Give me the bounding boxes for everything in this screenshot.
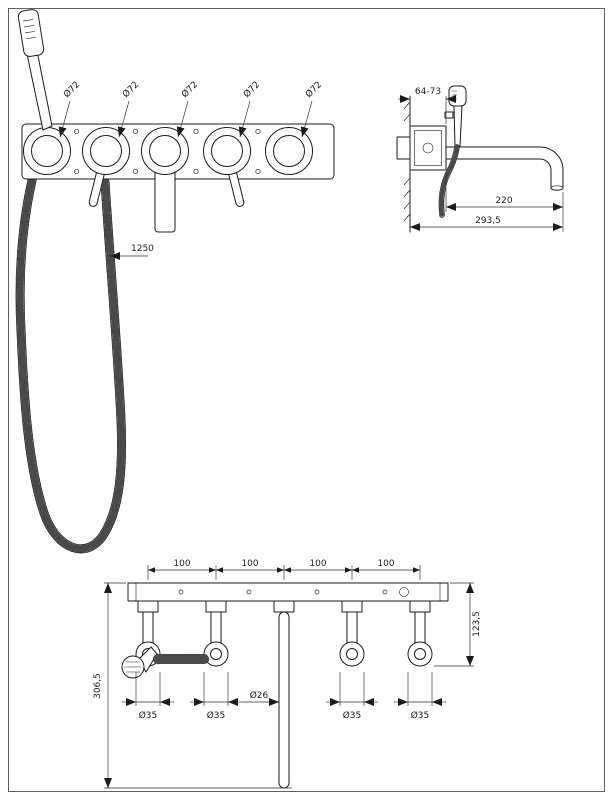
spout-side <box>445 146 564 191</box>
mount-depth-dimension: 123,5 <box>434 582 482 667</box>
base-diameter-label: Ø35 <box>207 710 226 721</box>
total-depth-dimension: 306,5 <box>93 582 292 789</box>
hand-shower-side <box>438 85 467 218</box>
spacing-label: 100 <box>173 559 190 569</box>
bar-end-lines <box>135 583 441 601</box>
total-reach-label: 293,5 <box>475 216 501 226</box>
base-diameter-label: Ø35 <box>411 710 430 721</box>
mount-depth-label: 123,5 <box>472 611 482 637</box>
wall-hatching <box>403 101 411 222</box>
spacing-dimensions: 100 100 100 100 <box>147 559 421 580</box>
knob-5 <box>265 127 313 175</box>
knob-3 <box>141 127 189 175</box>
hand-shower-front <box>17 9 53 131</box>
escutcheon <box>409 125 447 171</box>
plan-view: 100 100 100 100 123,5 306,5 Ø35 Ø35 <box>93 559 482 789</box>
base-diameter-label: Ø35 <box>139 710 158 721</box>
spout-tube <box>278 611 290 789</box>
hose-length-label: 1250 <box>131 244 154 254</box>
side-dimensions: 64-73 220 293,5 <box>398 87 564 232</box>
valve-post-5 <box>407 600 433 667</box>
spout-diameter-label: Ø26 <box>250 690 269 701</box>
wall-bar <box>127 582 449 602</box>
dimension-arrows <box>148 567 420 573</box>
valve-body <box>396 136 411 160</box>
side-view: 64-73 220 293,5 <box>396 85 564 233</box>
knob-diameter-label: Ø72 <box>179 79 200 100</box>
spout-diameter-dimension: Ø26 <box>242 690 279 706</box>
shower-holder <box>444 111 454 119</box>
base-diameter-dimensions: Ø35 Ø35 Ø35 Ø35 <box>122 672 446 721</box>
front-view: Ø72 Ø72 Ø72 Ø72 Ø72 1250 <box>15 9 335 554</box>
knob-diameter-label: Ø72 <box>120 79 141 100</box>
knob-diameter-label: Ø72 <box>241 79 262 100</box>
hose-side <box>438 144 460 218</box>
knob-2 <box>82 127 130 175</box>
spout-post <box>273 600 295 789</box>
depth-range-label: 64-73 <box>415 87 441 97</box>
total-depth-label: 306,5 <box>93 673 103 699</box>
spout-opening <box>550 185 564 191</box>
hand-shower-plan <box>121 646 158 679</box>
knob-diameter-label: Ø72 <box>61 79 82 100</box>
valve-post-4 <box>339 600 365 667</box>
knob-diameter-dimensions: Ø72 Ø72 Ø72 Ø72 Ø72 <box>58 79 324 138</box>
knob-4 <box>203 127 251 175</box>
spacing-label: 100 <box>309 559 326 569</box>
shower-hose <box>15 133 127 554</box>
hose-length-dimension: 1250 <box>110 244 154 260</box>
knob-diameter-label: Ø72 <box>303 79 324 100</box>
spacing-label: 100 <box>377 559 394 569</box>
base-diameter-label: Ø35 <box>343 710 362 721</box>
plate-screw-holes <box>73 128 261 175</box>
spout-reach-label: 220 <box>495 196 512 206</box>
valve-post-2 <box>203 600 229 667</box>
spacing-label: 100 <box>241 559 258 569</box>
knob-1 <box>23 127 71 175</box>
sheet-border <box>8 8 605 792</box>
bar-screws <box>178 587 409 597</box>
